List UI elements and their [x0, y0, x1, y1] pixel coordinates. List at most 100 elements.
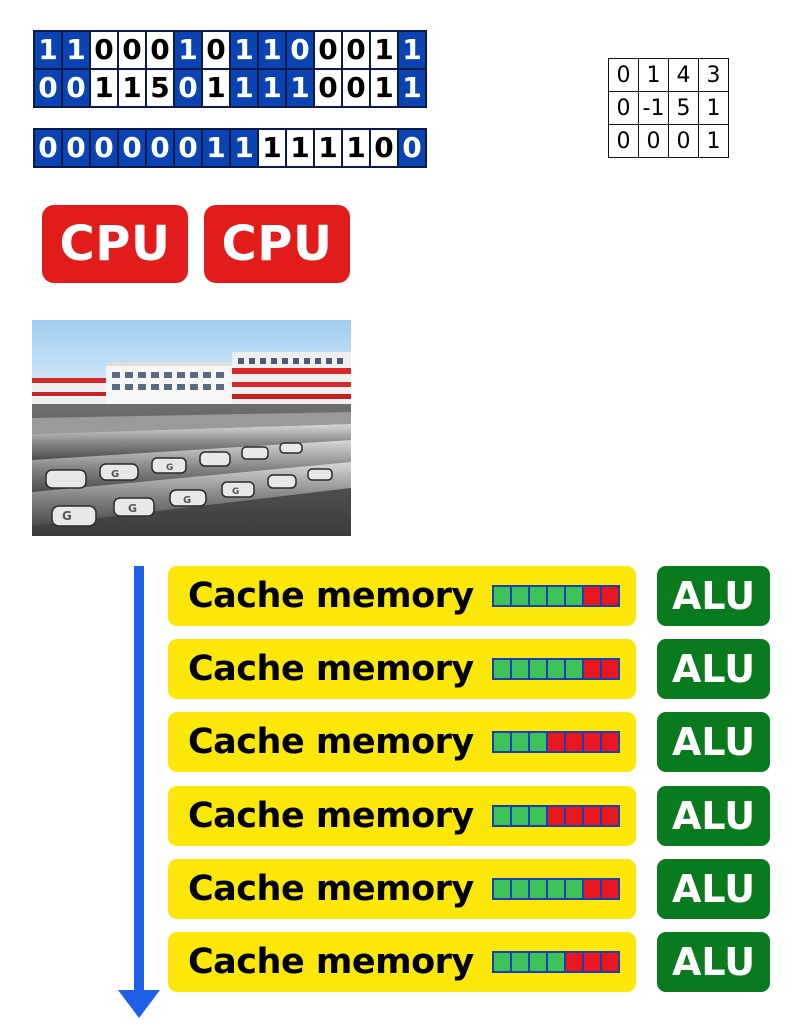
bit-cell: 0 [62, 129, 90, 167]
bit-cell: 0 [342, 31, 370, 69]
cache-bar-segment [565, 732, 583, 752]
cache-usage-bar [492, 658, 620, 680]
alu-badge: ALU [657, 859, 770, 919]
bit-cell: 1 [230, 69, 258, 107]
cpu-badge: CPU [204, 205, 350, 283]
cache-memory-row: Cache memory [168, 566, 636, 626]
cache-memory-label: Cache memory [188, 576, 474, 616]
cache-bar-segment [583, 586, 601, 606]
cache-bar-segment [493, 659, 511, 679]
matrix-row: 0 -1 5 1 [608, 91, 729, 125]
bit-row: 1 1 0 0 0 1 0 1 1 0 0 0 1 1 [34, 31, 426, 69]
bit-cell: 1 [202, 69, 230, 107]
cache-bar-segment [601, 952, 619, 972]
cache-bar-segment [511, 806, 529, 826]
cache-bar-segment [565, 879, 583, 899]
chip-label: G [183, 495, 191, 506]
cache-bar-segment [547, 586, 565, 606]
cache-bar-segment [493, 806, 511, 826]
bit-cell: 1 [230, 129, 258, 167]
bit-row: 0 0 1 1 5 0 1 1 1 1 0 0 1 1 [34, 69, 426, 107]
cache-bar-segment [547, 952, 565, 972]
alu-badge: ALU [657, 639, 770, 699]
bit-cell: 0 [286, 31, 314, 69]
bit-cell: 1 [202, 129, 230, 167]
bit-grid-top: 1 1 0 0 0 1 0 1 1 0 0 0 1 1 0 0 1 1 5 0 … [33, 30, 427, 108]
cache-bar-segment [547, 806, 565, 826]
chip-label: G [128, 502, 137, 515]
cache-bar-segment [583, 806, 601, 826]
cache-bar-segment [565, 659, 583, 679]
cache-bar-segment [601, 879, 619, 899]
matrix-cell: 0 [608, 58, 639, 92]
cache-bar-segment [601, 659, 619, 679]
bit-cell: 1 [286, 129, 314, 167]
cache-bar-segment [511, 659, 529, 679]
bit-cell: 1 [342, 129, 370, 167]
cache-bar-segment [529, 732, 547, 752]
cache-bar-segment [493, 586, 511, 606]
cache-bar-segment [511, 879, 529, 899]
bit-cell: 0 [62, 69, 90, 107]
bit-cell: 0 [118, 129, 146, 167]
cache-bar-segment [493, 732, 511, 752]
chip-label: G [62, 509, 72, 523]
bit-cell: 0 [314, 31, 342, 69]
bit-cell: 1 [370, 31, 398, 69]
cache-bar-segment [565, 586, 583, 606]
cache-bar-segment [511, 952, 529, 972]
alu-badge: ALU [657, 566, 770, 626]
cache-bar-segment [601, 806, 619, 826]
bit-cell: 0 [90, 31, 118, 69]
bit-cell: 1 [314, 129, 342, 167]
matrix-cell: 5 [668, 91, 699, 125]
cache-memory-row: Cache memory [168, 639, 636, 699]
bit-cell: 0 [118, 31, 146, 69]
matrix-cell: 1 [698, 124, 729, 158]
bit-cell: 1 [118, 69, 146, 107]
matrix-cell: 4 [668, 58, 699, 92]
cache-usage-bar [492, 731, 620, 753]
bit-cell: 0 [34, 69, 62, 107]
bit-cell: 1 [398, 31, 426, 69]
industrial-photo-icon: G G G G G G [32, 320, 351, 536]
cache-bar-segment [511, 732, 529, 752]
matrix-cell: 1 [638, 58, 669, 92]
cache-memory-label: Cache memory [188, 796, 474, 836]
matrix-cell: -1 [638, 91, 669, 125]
matrix-row: 0 1 4 3 [608, 58, 729, 92]
bit-cell: 0 [174, 69, 202, 107]
bit-cell: 0 [90, 129, 118, 167]
cache-bar-segment [547, 659, 565, 679]
cache-bar-segment [565, 952, 583, 972]
matrix-cell: 0 [668, 124, 699, 158]
chip-label: G [166, 463, 173, 473]
cache-memory-row: Cache memory [168, 859, 636, 919]
bit-cell: 1 [398, 69, 426, 107]
matrix-cell: 3 [698, 58, 729, 92]
cache-bar-segment [529, 659, 547, 679]
cache-bar-segment [547, 732, 565, 752]
cache-usage-bar [492, 805, 620, 827]
cache-bar-segment [529, 806, 547, 826]
cache-memory-label: Cache memory [188, 869, 474, 909]
cache-memory-row: Cache memory [168, 712, 636, 772]
chip-label: G [111, 469, 119, 480]
cache-memory-row: Cache memory [168, 932, 636, 992]
alu-badge: ALU [657, 712, 770, 772]
cache-memory-label: Cache memory [188, 722, 474, 762]
bit-cell: 1 [370, 69, 398, 107]
cache-usage-bar [492, 878, 620, 900]
bit-cell: 0 [342, 69, 370, 107]
matrix-cell: 1 [698, 91, 729, 125]
down-arrow-icon [118, 566, 160, 1018]
cache-bar-segment [583, 879, 601, 899]
cache-bar-segment [583, 732, 601, 752]
matrix-cell: 0 [638, 124, 669, 158]
matrix-cell: 0 [608, 91, 639, 125]
bit-cell: 1 [286, 69, 314, 107]
bit-cell: 1 [230, 31, 258, 69]
bit-cell: 1 [258, 129, 286, 167]
cache-memory-label: Cache memory [188, 942, 474, 982]
bit-grid-bottom: 0 0 0 0 0 0 1 1 1 1 1 1 0 0 [33, 128, 427, 168]
